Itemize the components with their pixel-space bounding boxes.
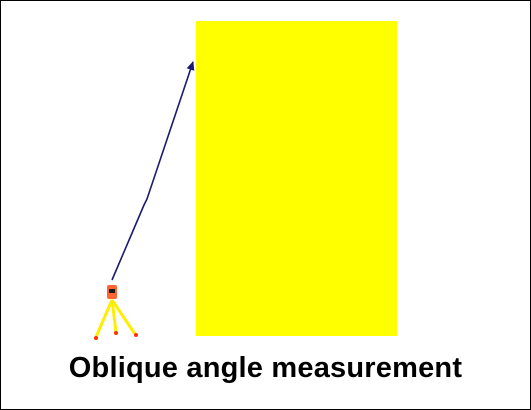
tripod-feet <box>94 331 138 340</box>
diagram-caption: Oblique angle measurement <box>68 352 463 384</box>
tripod-legs <box>94 299 137 338</box>
building-facade <box>196 21 397 336</box>
instrument-tripod-icon <box>94 285 138 340</box>
instrument-lens <box>109 289 115 293</box>
sightline-arrow <box>111 61 195 281</box>
